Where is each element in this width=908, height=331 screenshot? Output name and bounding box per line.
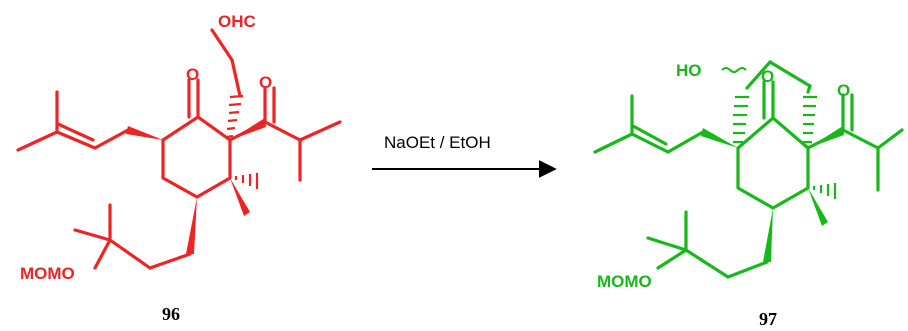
ketone-oxygen-label: O — [186, 65, 199, 84]
momo-ether-label: MOMO — [597, 272, 652, 291]
reactant-stereo-bonds — [126, 94, 266, 254]
ketone-oxygen-label: O — [761, 67, 774, 86]
acyl-oxygen-label: O — [259, 73, 272, 92]
reaction-arrow-group: NaOEt / EtOH — [372, 133, 557, 178]
wavy-bond — [721, 67, 747, 73]
product-atom-labels: HO O O MOMO — [597, 61, 850, 291]
hydroxyl-label: HO — [676, 61, 702, 80]
product-stereo-bonds — [701, 95, 844, 262]
reagent-label: NaOEt / EtOH — [384, 133, 491, 152]
aldehyde-label: OHC — [218, 12, 256, 31]
compound-label-96: 96 — [162, 304, 180, 324]
momo-ether-label: MOMO — [20, 264, 75, 283]
compound-label-97: 97 — [759, 309, 777, 329]
reactant-structure — [16, 28, 342, 270]
product-structure — [593, 60, 904, 279]
acyl-oxygen-label: O — [837, 81, 850, 100]
reactant-atom-labels: OHC O O MOMO — [20, 12, 272, 283]
